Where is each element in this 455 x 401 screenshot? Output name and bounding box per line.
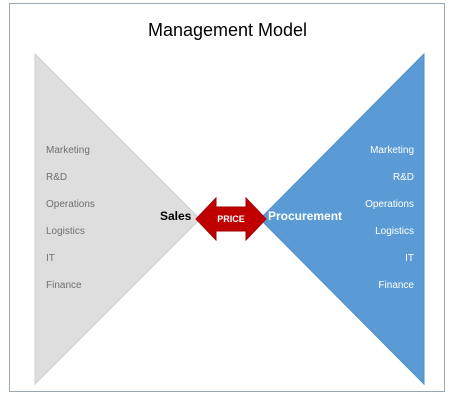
sales-item-marketing: Marketing [46, 145, 90, 156]
diagram-title: Management Model [147, 20, 308, 40]
procurement-triangle [259, 52, 425, 386]
sales-label: Sales [160, 209, 192, 223]
sales-item-rnd: R&D [46, 172, 68, 183]
price-double-arrow [195, 196, 267, 242]
procurement-item-finance: Finance [378, 280, 414, 291]
price-label: PRICE [217, 214, 245, 224]
sales-item-operations: Operations [46, 199, 95, 210]
sales-triangle [34, 52, 201, 386]
sales-item-it: IT [46, 253, 55, 264]
sales-item-logistics: Logistics [46, 226, 85, 237]
procurement-item-marketing: Marketing [370, 145, 414, 156]
procurement-label: Procurement [268, 209, 343, 223]
procurement-item-logistics: Logistics [375, 226, 414, 237]
procurement-item-operations: Operations [365, 199, 414, 210]
procurement-item-it: IT [405, 253, 414, 264]
procurement-item-rnd: R&D [392, 172, 414, 183]
sales-item-finance: Finance [46, 280, 82, 291]
